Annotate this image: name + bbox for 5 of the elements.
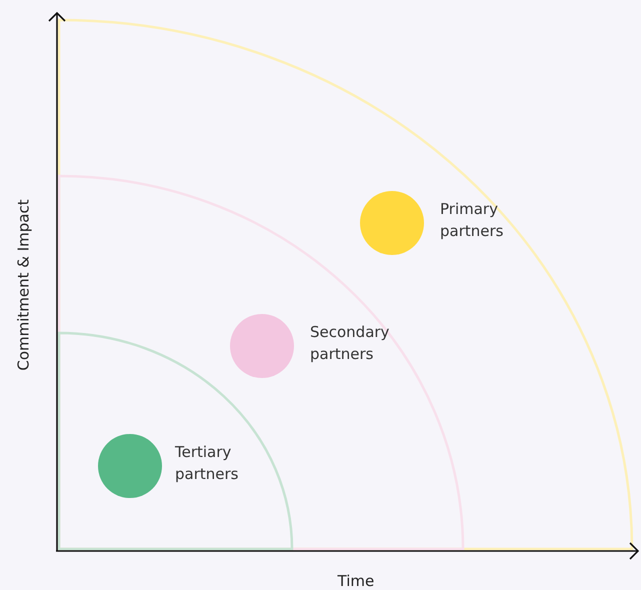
y-axis-label: Commitment & Impact [14,199,32,371]
partner-label: Tertiary partners [175,442,240,485]
partner-label: Primary partners [440,199,504,242]
x-axis-label: Time [338,572,374,590]
partner-label: Secondary partners [310,322,390,365]
